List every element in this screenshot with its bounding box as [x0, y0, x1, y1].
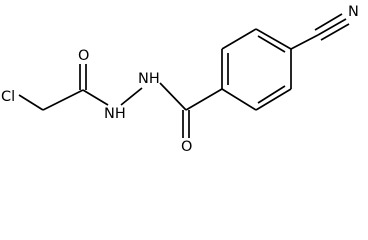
ring-bond-3 [255, 28, 292, 50]
triple-bond-b [314, 13, 343, 31]
bond-carbonyl-nh-lower [82, 89, 109, 106]
atom-label-nh-lower: NH [104, 106, 126, 122]
bond-ring-nitrile-carbon [290, 34, 319, 50]
triple-bond-a [317, 18, 347, 36]
bond-nh-upper-carbonyl [159, 82, 187, 111]
chloroacetyl-group [18, 64, 109, 111]
ring-double-bond-bottom [257, 85, 286, 104]
bond-carbonyl-ring [185, 88, 223, 111]
structural-formula: Cl O NH NH O N [1, 4, 359, 155]
ring-double-bond-top [257, 35, 286, 53]
atom-label-nitrile-nitrogen: N [348, 4, 359, 20]
ring-bond-5 [255, 88, 292, 111]
atom-label-nh-upper: NH [138, 71, 160, 87]
ring-bond-6 [221, 88, 257, 111]
benzene-ring [221, 28, 292, 111]
benzoyl-carbonyl-group [159, 82, 223, 138]
atom-label-oxygen-right: O [181, 139, 192, 155]
atom-label-oxygen-left: O [78, 48, 89, 64]
nitrile-group [290, 13, 350, 50]
atom-label-chlorine: Cl [1, 89, 15, 105]
bond-nh-nh [120, 87, 143, 106]
bond-cl-ch2 [18, 94, 44, 111]
ring-bond-2 [221, 28, 257, 50]
bond-ch2-carbonyl [42, 89, 84, 111]
triple-bond-c [320, 23, 350, 41]
